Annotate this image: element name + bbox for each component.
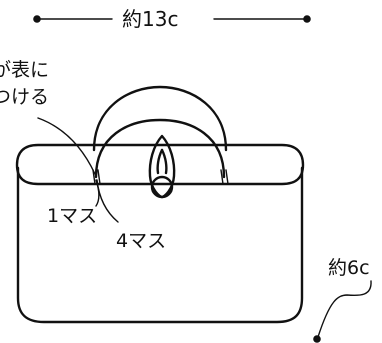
leader-line-annotation bbox=[37, 117, 96, 175]
stitch-mark bbox=[92, 169, 96, 185]
width-label: 約13c bbox=[122, 7, 178, 31]
stitch-mark bbox=[220, 169, 224, 185]
stitch-mark bbox=[225, 169, 229, 185]
bag-body bbox=[16, 166, 304, 324]
bag-rim bbox=[15, 143, 305, 186]
width-dimension-dot-right bbox=[303, 15, 311, 23]
width-dimension: 約13c bbox=[33, 7, 311, 31]
width-dimension-dot-left bbox=[33, 15, 41, 23]
handle-stitches bbox=[92, 169, 229, 185]
button bbox=[150, 175, 174, 199]
stitch-mark bbox=[97, 169, 101, 185]
depth-leader-line bbox=[317, 280, 372, 338]
annotation-line-1: が表に bbox=[0, 59, 49, 81]
stitch-label-1-mas: 1マス bbox=[47, 205, 97, 227]
front-handle bbox=[94, 118, 226, 179]
leader-line-4-mas bbox=[96, 179, 119, 223]
stitch-label-4-mas: 4マス bbox=[116, 230, 166, 252]
button-loop-inner bbox=[156, 148, 168, 175]
annotation-line-2: つける bbox=[0, 86, 49, 108]
depth-label: 約6c bbox=[328, 257, 370, 279]
depth-dimension: 約6c bbox=[313, 257, 372, 343]
back-handle bbox=[92, 85, 228, 152]
depth-dimension-dot bbox=[313, 335, 321, 343]
